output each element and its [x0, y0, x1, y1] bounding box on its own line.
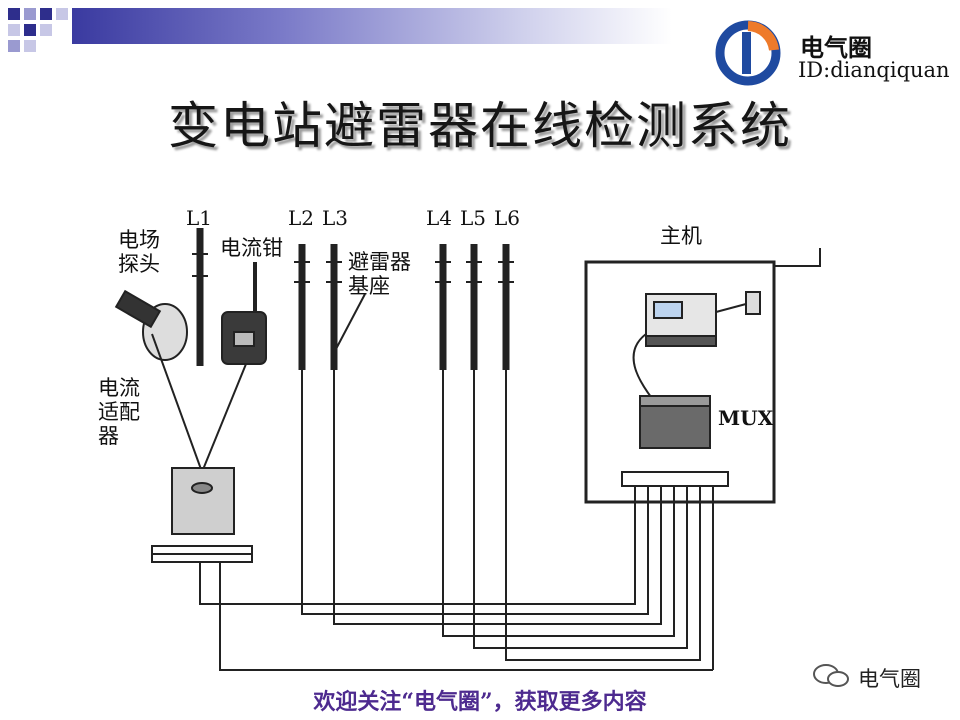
host-unit — [645, 293, 717, 347]
field-probe-device — [114, 289, 188, 361]
watermark-text: 电气圈 — [858, 667, 921, 691]
mux-label: MUX — [718, 406, 774, 430]
wechat-icon — [813, 664, 849, 687]
current-adapter-label: 电流 适配 器 — [98, 376, 140, 448]
arrester-pole-l2 — [294, 244, 310, 370]
arrester-pole-l1 — [192, 228, 208, 366]
footer-caption: 欢迎关注“电气圈”，获取更多内容 — [313, 689, 647, 715]
line-label-l5: L5 — [460, 206, 487, 230]
line-label-l1: L1 — [186, 206, 213, 230]
line-label-l2: L2 — [288, 206, 315, 230]
diagram-drawing — [114, 228, 821, 671]
line-label-l3: L3 — [322, 206, 349, 230]
logo-name: 电气圈 — [800, 34, 872, 62]
logo-id: ID:dianqiquan — [798, 58, 950, 82]
host-cabinet — [584, 260, 776, 504]
host-label: 主机 — [660, 224, 702, 248]
current-clamp-label: 电流钳 — [220, 236, 283, 260]
arrester-base-label: 避雷器 基座 — [348, 250, 411, 298]
field-probe-label: 电场 探头 — [118, 228, 160, 276]
corner-decoration — [8, 8, 68, 52]
arrester-pole-l5 — [466, 244, 482, 370]
system-diagram: L1 L2 L3 L4 L5 L6 电场 探头 电流钳 避雷器 基座 电流 适配… — [80, 184, 848, 688]
current-adapter-device — [151, 467, 253, 563]
arrester-pole-l6 — [498, 244, 514, 370]
page-title: 变电站避雷器在线检测系统 — [168, 97, 792, 155]
top-gradient-bar — [72, 8, 672, 44]
line-label-l4: L4 — [426, 206, 453, 230]
arrester-pole-l4 — [435, 244, 451, 370]
brand-logo-icon — [715, 20, 781, 86]
line-label-l6: L6 — [494, 206, 521, 230]
arrester-pole-l3 — [326, 244, 342, 370]
current-clamp-device — [221, 262, 267, 365]
mux-unit — [639, 395, 711, 449]
